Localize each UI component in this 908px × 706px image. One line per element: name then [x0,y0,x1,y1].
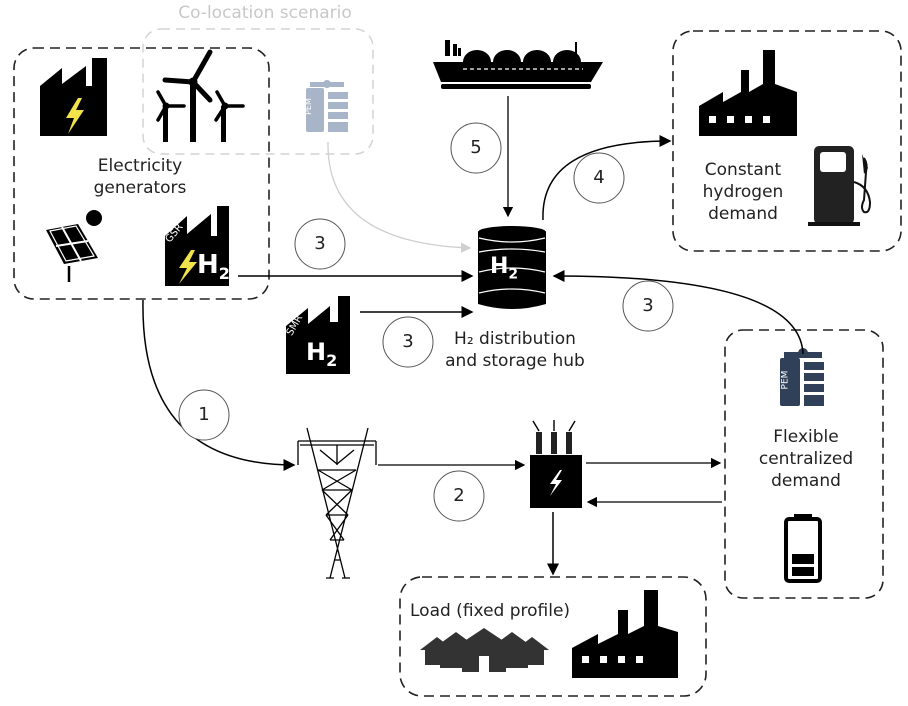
step-number-3c: 3 [642,295,654,316]
generators-label-line1: Electricity [97,156,183,176]
pem-tag: PEM [780,370,791,390]
step-number-4: 4 [593,167,605,188]
constant-demand-box [672,30,902,252]
step-circle-3c [622,280,674,332]
h2-storage-barrel-icon [478,226,546,309]
flexible-to-hub-arrow [552,270,804,355]
step-circle-5 [450,122,502,174]
flexible-demand-line2: centralized [758,449,854,469]
hub-h2-letter: H [490,254,509,279]
smr-h2-letter: H [306,338,327,366]
flexible-demand-label: Flexible centralized demand [744,426,868,492]
gsr-h2-sub: 2 [218,264,230,284]
pem-electrolyser-icon [780,348,824,406]
generators-box [13,47,270,300]
battery-icon [784,514,822,583]
flexible-demand-box [724,329,884,599]
hub-label-line1: H₂ distribution [454,329,576,349]
hub-label-line2: and storage hub [445,351,585,371]
industrial-factory-icon [699,50,797,136]
flexible-demand-line3: demand [771,471,841,491]
gsr-h2-plant-icon [165,206,229,286]
power-plant-icon [40,58,107,136]
smr-h2-sub: 2 [326,350,338,370]
lng-ship-icon [433,40,603,89]
gsr-h2-text: H2 [197,250,230,283]
load-box [399,576,707,697]
generators-label: Electricity generators [60,155,220,199]
hub-h2-sub: 2 [508,266,519,283]
step-circle-3a [294,218,346,270]
constant-demand-line3: demand [708,204,778,224]
hub-to-constant-demand-arrow [542,135,672,221]
hub-label: H₂ distribution and storage hub [440,328,590,372]
constant-demand-label: Constant hydrogen demand [688,159,798,225]
colocation-to-hub-arrow [327,141,472,253]
transmission-tower-icon [297,427,377,579]
gsr-h2-letter: H [197,250,219,280]
step-number-1: 1 [198,404,210,425]
hub-h2-text: H2 [490,254,518,282]
step-number-3a: 3 [314,233,326,254]
step-number-3b: 3 [402,331,414,352]
houses-icon [420,628,549,672]
constant-demand-line1: Constant [704,160,782,180]
smr-h2-text: H2 [306,338,337,370]
transformer-icon [530,420,582,508]
flexible-demand-line1: Flexible [773,427,839,447]
constant-demand-line2: hydrogen [702,182,784,202]
step-circle-4 [573,152,625,204]
step-circle-3b [382,316,434,368]
solar-panel-icon [46,210,102,282]
pem-tag-faint: PEM [303,98,313,115]
step-number-5: 5 [470,137,482,158]
colocation-box [142,28,374,155]
step-circle-2 [433,470,485,522]
hydrogen-fuel-pump-icon [808,146,872,226]
generators-to-grid-arrow [142,299,296,471]
step-number-2: 2 [453,485,465,506]
colocation-label: Co-location scenario [178,3,352,23]
load-label: Load (fixed profile) [410,601,571,621]
wind-turbine-icon [156,49,245,142]
smr-h2-plant-icon [286,296,350,374]
load-factory-icon [572,590,678,678]
step-circle-1 [178,389,230,441]
pem-electrolyser-faint-icon [306,80,348,132]
generators-label-line2: generators [93,178,187,198]
